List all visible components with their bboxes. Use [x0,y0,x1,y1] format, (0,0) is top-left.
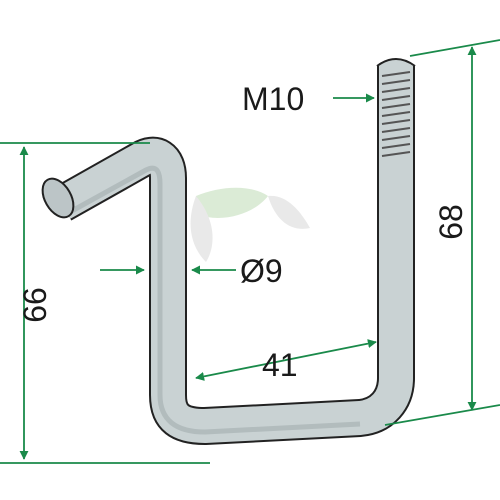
cut-end-face [41,177,75,219]
dim-label-thread: M10 [242,81,304,117]
watermark-logo [190,187,310,262]
bent-bolt-part [41,58,416,445]
dim-label-width: 41 [262,347,298,383]
dimension-height-right [384,39,500,426]
dim-label-height-right: 68 [433,204,469,240]
dim-label-height-left: 66 [17,287,53,323]
dimension-width [195,339,377,381]
thread-section [381,71,411,157]
dim-label-diameter: Ø9 [240,253,283,289]
dimension-height-left [0,142,210,464]
